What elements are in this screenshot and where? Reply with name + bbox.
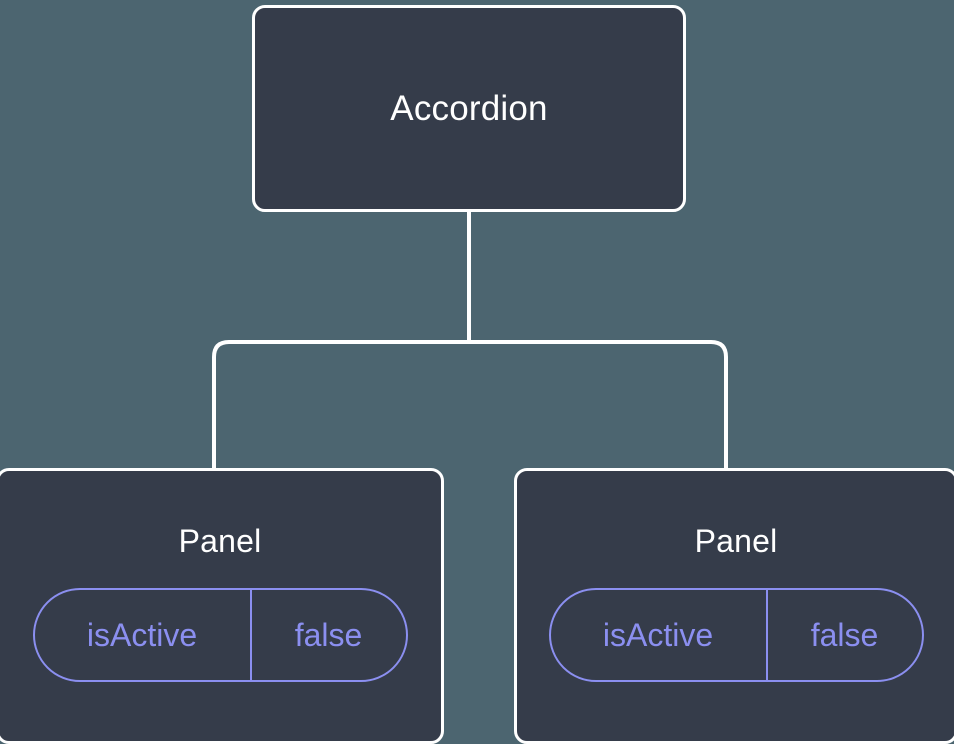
node-panel-1-label: Panel: [178, 523, 262, 559]
node-accordion-label: Accordion: [390, 89, 548, 128]
node-panel-2-label: Panel: [694, 523, 778, 559]
node-panel-1[interactable]: Panel isActive false: [0, 468, 444, 744]
node-accordion[interactable]: Accordion: [252, 5, 686, 212]
prop-badge-panel-2[interactable]: isActive false: [548, 588, 924, 682]
prop-key-isactive: isActive: [86, 617, 198, 653]
edge-branch-left: [212, 340, 469, 472]
prop-value-isactive: false: [249, 590, 406, 680]
edge-branch-right: [469, 340, 728, 472]
prop-badge-panel-1[interactable]: isActive false: [32, 588, 408, 682]
node-panel-2[interactable]: Panel isActive false: [514, 468, 954, 744]
prop-value-isactive: false: [765, 590, 922, 680]
prop-key-isactive: isActive: [602, 617, 714, 653]
